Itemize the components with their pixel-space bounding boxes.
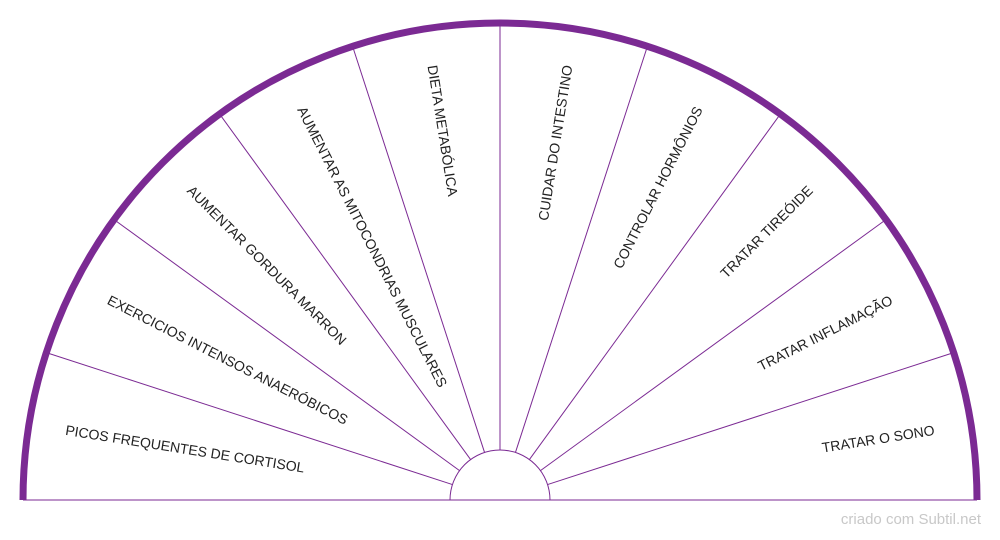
sector-divider bbox=[113, 219, 460, 472]
sector-divider bbox=[540, 219, 887, 472]
sector-label: AUMENTAR AS MITOCONDRIAS MUSCULARES bbox=[294, 104, 450, 390]
sector-label: TRATAR TIREÓIDE bbox=[717, 182, 816, 281]
credit-text[interactable]: criado com Subtil.net bbox=[840, 511, 981, 528]
sector-label: AUMENTAR GORDURA MARRON bbox=[184, 182, 350, 348]
outer-rim-arc bbox=[19, 19, 981, 501]
sector-divider bbox=[514, 46, 648, 453]
sector-divider bbox=[547, 352, 954, 486]
sector-label: TRATAR INFLAMAÇÃO bbox=[755, 292, 895, 374]
inner-hub-arc bbox=[449, 449, 551, 501]
sector-label: CUIDAR DO INTESTINO bbox=[535, 64, 575, 222]
sector-label: PICOS FREQUENTES DE CORTISOL bbox=[64, 422, 305, 476]
sector-divider bbox=[352, 46, 486, 453]
sector-divider bbox=[219, 113, 472, 460]
sector-label: TRATAR O SONO bbox=[821, 422, 936, 456]
sector-label: CONTROLAR HORMÔNIOS bbox=[610, 104, 706, 271]
sector-divider bbox=[528, 113, 781, 460]
sector-divider bbox=[46, 352, 453, 486]
sector-dividers bbox=[46, 23, 954, 486]
sector-label: DIETA METABÓLICA bbox=[425, 64, 462, 198]
